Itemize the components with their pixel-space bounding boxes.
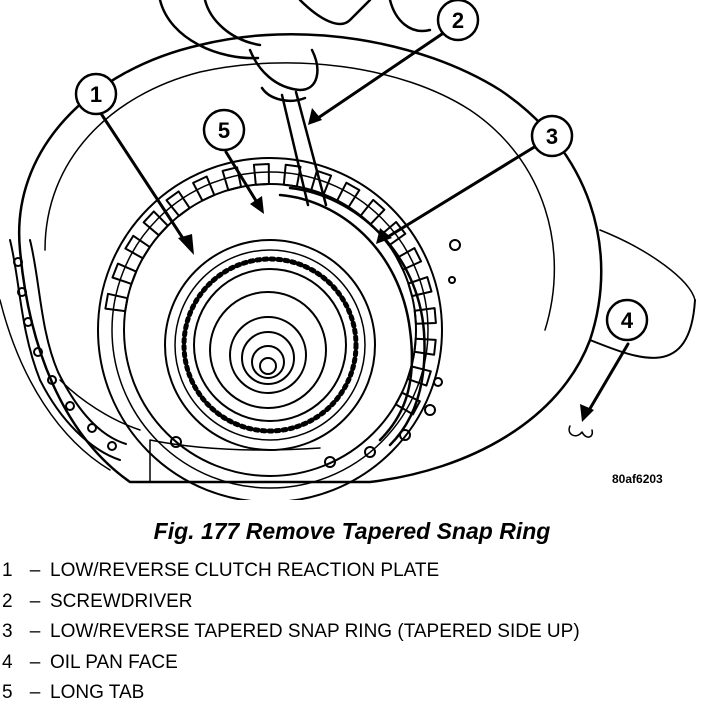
legend-label: SCREWDRIVER	[50, 590, 193, 612]
legend-item: 2–SCREWDRIVER	[2, 587, 580, 618]
reaction-plate-tabs	[104, 163, 437, 416]
callout-1	[74, 72, 118, 116]
reaction-plate-tab	[111, 262, 138, 285]
left-chain-segment	[9, 239, 182, 461]
callout-2	[436, 0, 480, 42]
callout-3	[530, 114, 574, 158]
leader-lines	[98, 32, 630, 414]
callouts	[74, 0, 649, 342]
figure-caption: Fig. 177 Remove Tapered Snap Ring	[153, 518, 551, 544]
reaction-plate-tab	[165, 190, 191, 217]
legend-item: 3–LOW/REVERSE TAPERED SNAP RING (TAPERED…	[2, 617, 580, 648]
callout-label-5: 5	[218, 118, 230, 143]
reaction-plate-tab	[413, 337, 437, 356]
callout-5	[202, 108, 246, 152]
legend-number: 5	[2, 682, 13, 703]
legend-number: 3	[2, 621, 13, 642]
tapered-snap-ring	[278, 186, 426, 447]
legend-dash: –	[29, 560, 41, 581]
callout-label-4: 4	[621, 308, 634, 333]
leader-1	[98, 110, 190, 248]
callout-4	[605, 298, 649, 342]
callout-label-1: 1	[90, 82, 102, 107]
leader-5	[224, 150, 260, 206]
screwdriver	[260, 86, 328, 207]
legend-item: 1–LOW/REVERSE CLUTCH REACTION PLATE	[2, 556, 580, 587]
legend-dash: –	[29, 621, 41, 642]
reaction-plate-tab	[104, 292, 129, 313]
reaction-plate-tab	[124, 234, 151, 260]
legend-item: 4–OIL PAN FACE	[2, 648, 580, 679]
inner-hub	[164, 239, 376, 451]
reaction-plate-tab	[407, 276, 433, 298]
legend-number: 1	[2, 560, 13, 581]
clutch-drum	[97, 157, 443, 500]
leader-2	[316, 32, 444, 120]
technical-illustration: 1 2 3 4 5	[0, 0, 696, 500]
reaction-plate-tab	[394, 391, 421, 416]
legend-item: 5–LONG TAB	[2, 678, 580, 709]
reaction-plate-tab	[192, 175, 216, 202]
legend-label: LOW/REVERSE TAPERED SNAP RING (TAPERED S…	[50, 621, 580, 642]
reaction-plate-tab	[396, 247, 423, 271]
reaction-plate-tab	[252, 163, 270, 186]
legend-dash: –	[29, 590, 41, 612]
transmission-case	[0, 33, 696, 484]
legend-dash: –	[29, 651, 41, 673]
reaction-plate-tab	[142, 210, 169, 237]
legend-dash: –	[29, 682, 41, 703]
hand	[158, 0, 432, 92]
oil-pan-face-mark	[568, 425, 594, 438]
legend-number: 4	[2, 651, 13, 673]
legend-label: LOW/REVERSE CLUTCH REACTION PLATE	[50, 560, 440, 581]
callout-label-2: 2	[452, 8, 464, 33]
reaction-plate-tab	[310, 169, 333, 196]
figure-id: 80af6203	[612, 472, 663, 486]
legend-list: 1–LOW/REVERSE CLUTCH REACTION PLATE 2–SC…	[2, 556, 580, 709]
bolt-holes	[324, 239, 461, 468]
callout-label-3: 3	[546, 124, 558, 149]
leader-4	[586, 342, 630, 414]
reaction-plate-tab	[413, 307, 437, 325]
leader-3	[384, 144, 538, 240]
reaction-plate-tab	[282, 163, 302, 188]
legend-number: 2	[2, 590, 13, 612]
arrow-heads	[178, 108, 594, 422]
legend-label: OIL PAN FACE	[50, 651, 178, 673]
legend-label: LONG TAB	[50, 682, 145, 703]
